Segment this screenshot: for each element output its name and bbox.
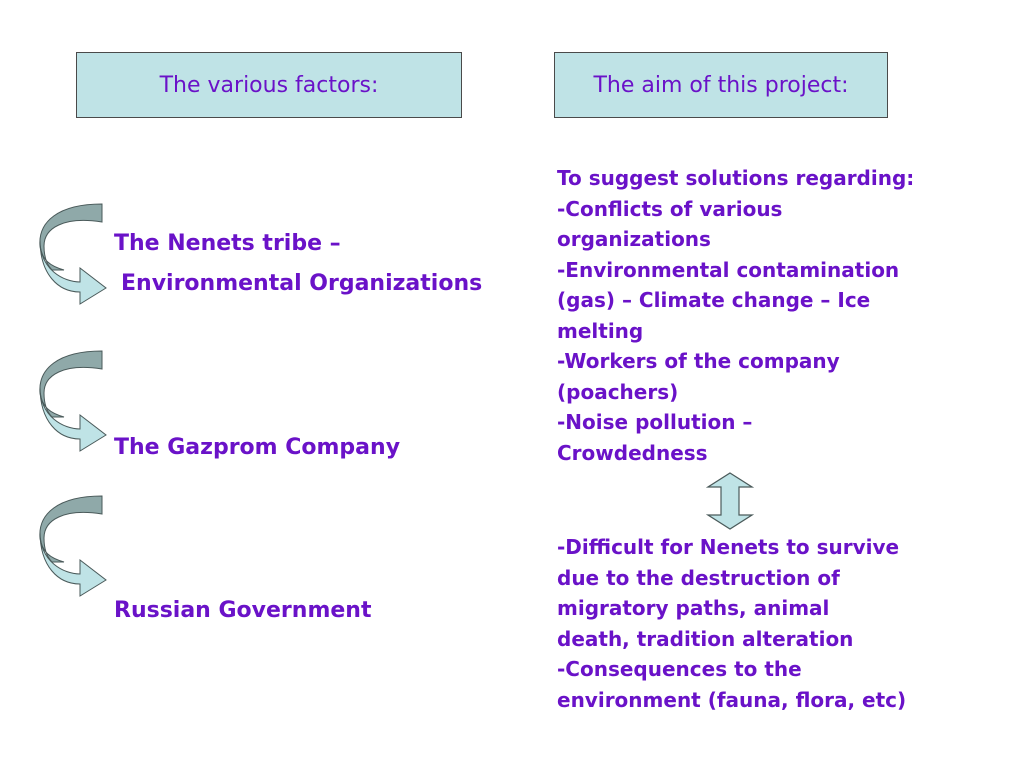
- consequence-line: death, tradition alteration: [557, 626, 854, 651]
- aim-header-box: The aim of this project:: [554, 52, 888, 118]
- consequence-line: -Difficult for Nenets to survive: [557, 535, 900, 559]
- factor-gazprom-label: The Gazprom Company: [114, 435, 401, 460]
- aim-line: melting: [557, 318, 644, 343]
- factor-government: Russian Government: [114, 591, 371, 631]
- consequence-line: -Consequences to the: [557, 657, 802, 681]
- consequences-description: -Difficult for Nenets to survive due to …: [557, 532, 957, 715]
- factor-nenets-environmental: The Nenets tribe – Environmental Organiz…: [114, 224, 482, 304]
- double-arrow-icon: [706, 472, 754, 530]
- consequence-line: environment (fauna, flora, etc): [557, 687, 907, 712]
- factors-header-label: The various factors:: [159, 72, 379, 98]
- factor-nenets-line2: Environmental Organizations: [121, 271, 483, 296]
- aim-line: To suggest solutions regarding:: [557, 166, 915, 190]
- factor-nenets-line1: The Nenets tribe –: [114, 231, 341, 256]
- curved-arrow-icon: [39, 495, 107, 597]
- aim-line: -Conflicts of various: [557, 196, 783, 221]
- curved-arrow-icon: [39, 350, 107, 452]
- aim-line: -Environmental contamination: [557, 257, 900, 282]
- consequence-line: migratory paths, animal: [557, 596, 830, 620]
- consequence-line: due to the destruction of: [557, 565, 840, 590]
- factor-government-label: Russian Government: [114, 598, 372, 623]
- aim-line: -Noise pollution –: [557, 410, 753, 434]
- aim-line: (poachers): [557, 379, 679, 404]
- factor-gazprom: The Gazprom Company: [114, 428, 400, 468]
- aim-line: -Workers of the company: [557, 349, 840, 373]
- aim-line: organizations: [557, 227, 711, 251]
- aim-line: Crowdedness: [557, 440, 708, 465]
- aim-description: To suggest solutions regarding: -Conflic…: [557, 163, 957, 468]
- factors-header-box: The various factors:: [76, 52, 462, 118]
- aim-header-label: The aim of this project:: [593, 72, 849, 98]
- aim-line: (gas) – Climate change – Ice: [557, 288, 871, 312]
- curved-arrow-icon: [39, 203, 107, 305]
